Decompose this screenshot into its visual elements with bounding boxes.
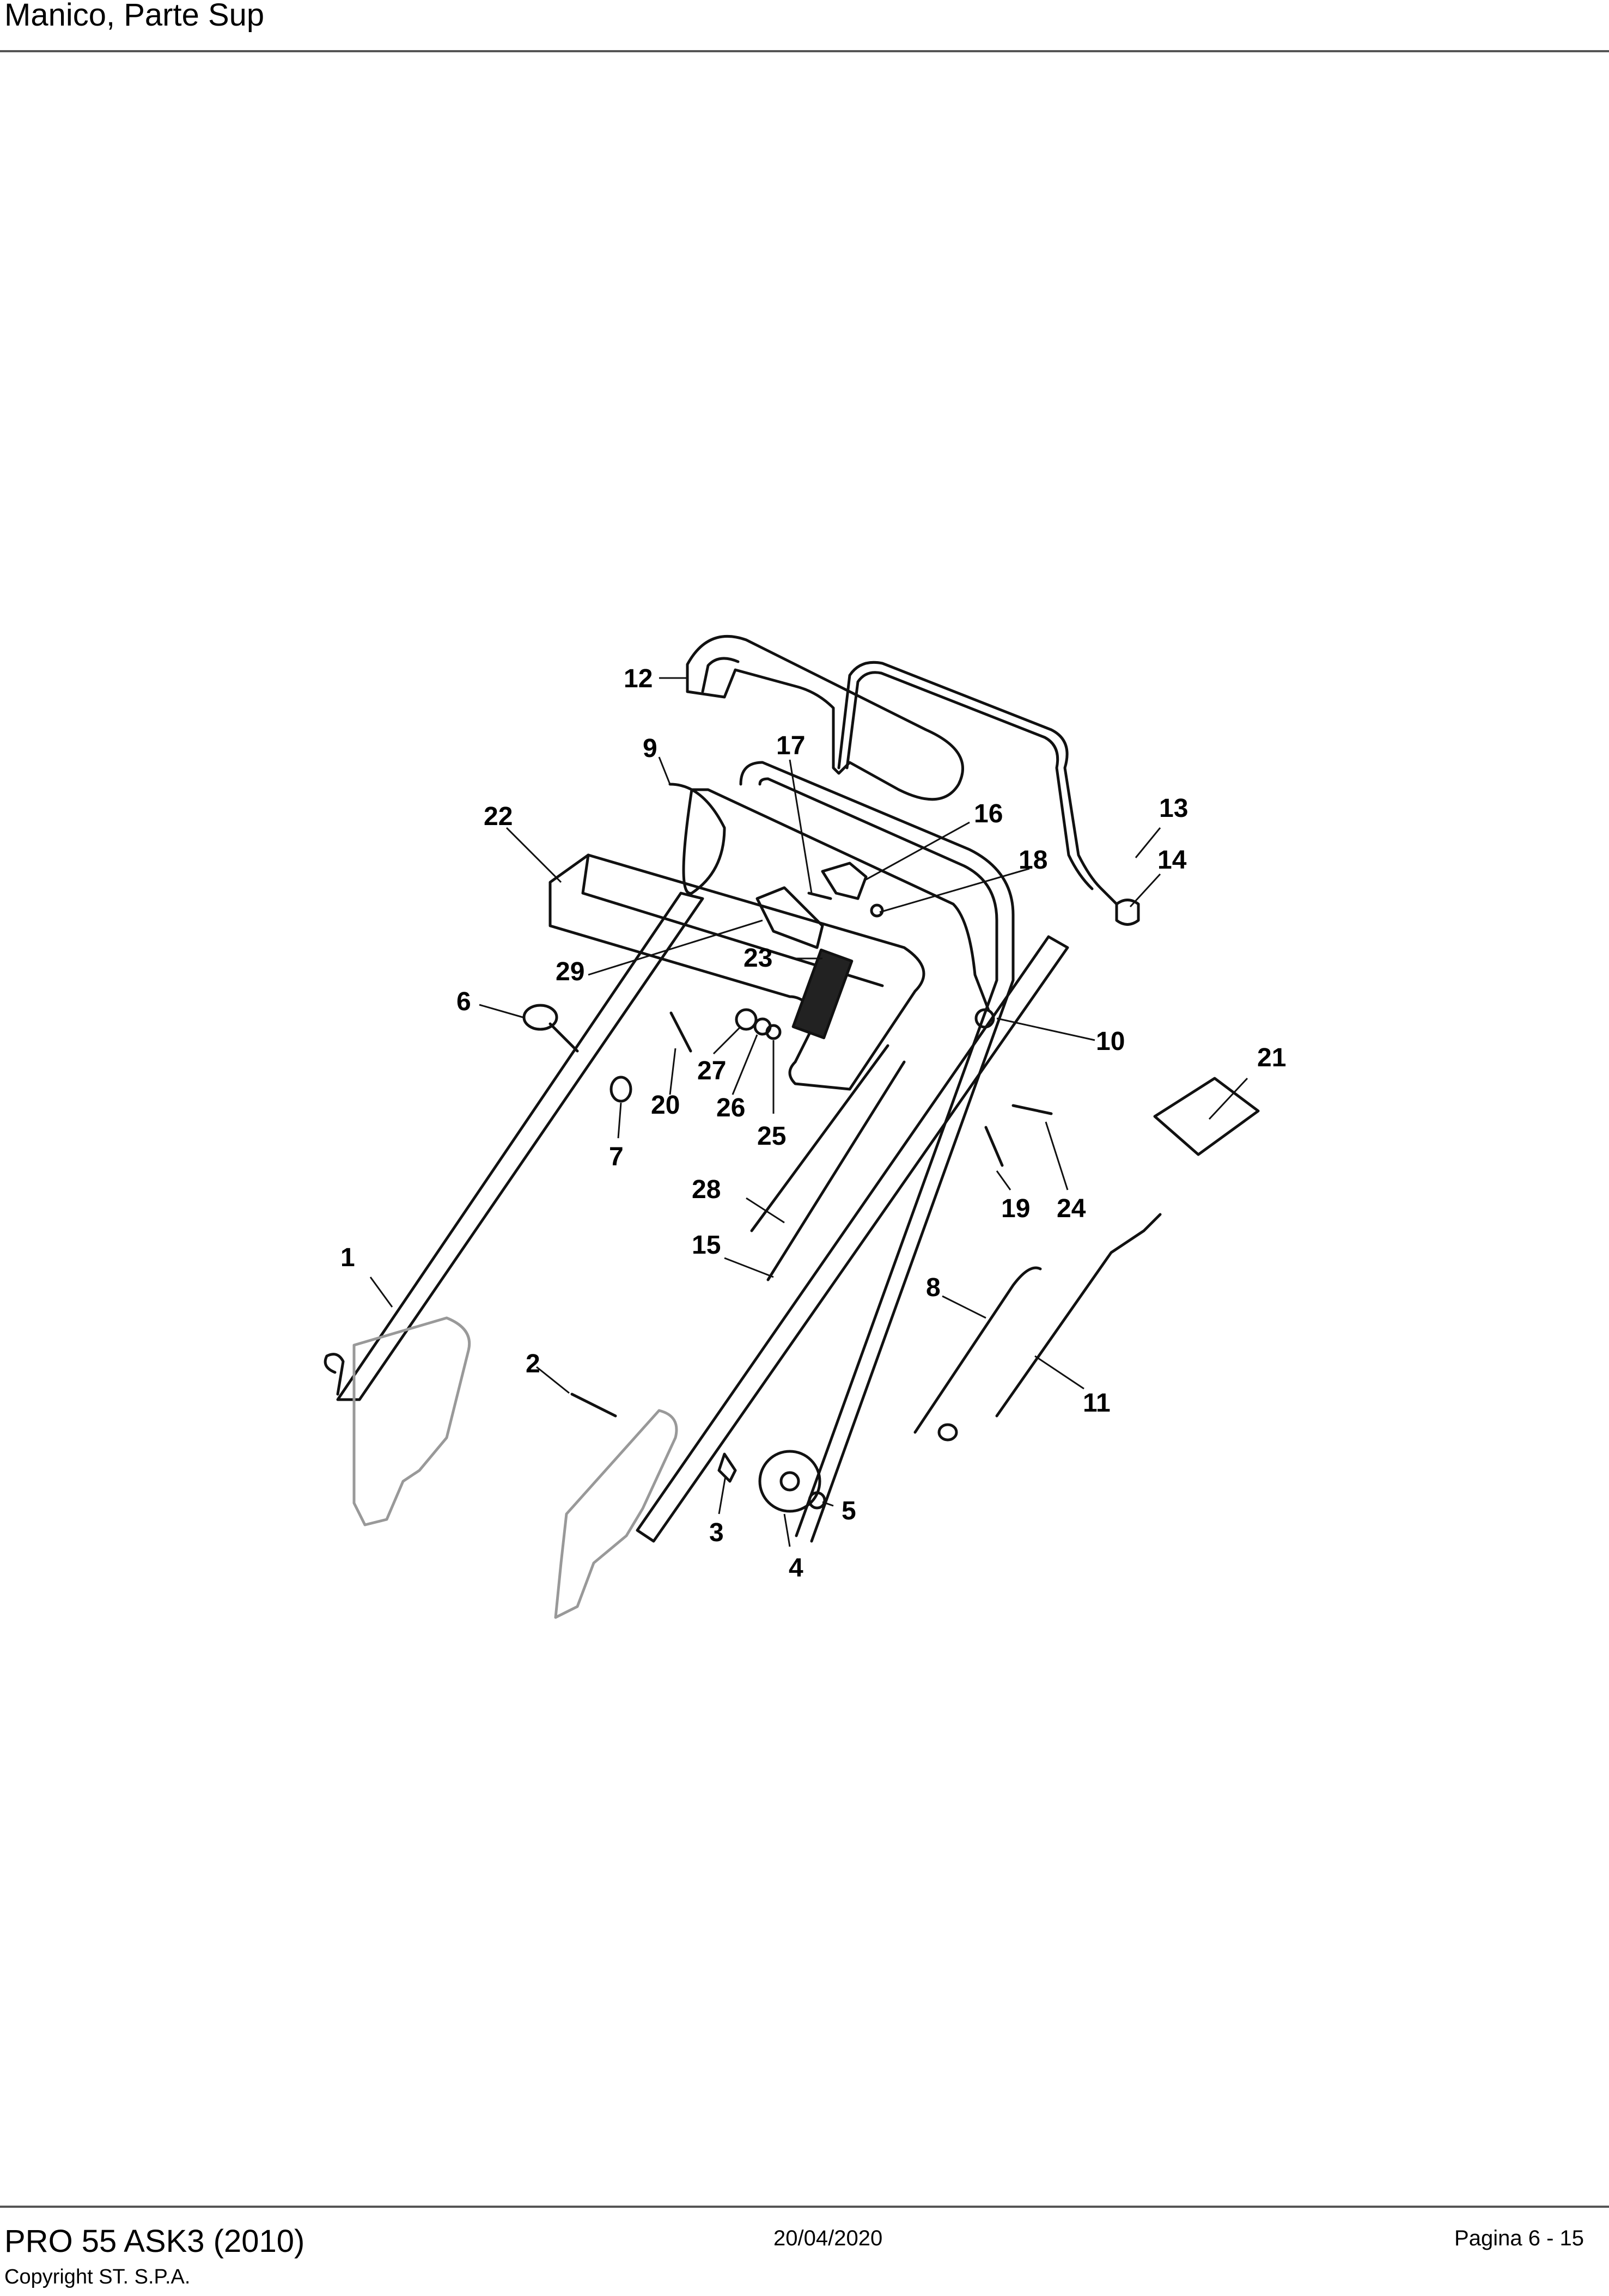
- callout-18: 18: [1019, 846, 1047, 875]
- footer-copyright: Copyright ST. S.P.A.: [4, 2266, 191, 2288]
- cable-11-part: [995, 1213, 1162, 1418]
- callout-5: 5: [842, 1497, 856, 1525]
- footer-page-number: Pagina 6 - 15: [1454, 2226, 1584, 2250]
- callout-28: 28: [692, 1175, 721, 1204]
- footer-date: 20/04/2020: [773, 2226, 883, 2250]
- callout-4: 4: [789, 1554, 803, 1583]
- callout-20: 20: [651, 1091, 680, 1120]
- footer-divider: [0, 2206, 1609, 2208]
- console-part: [548, 853, 925, 1091]
- bolt-2-part: [570, 1393, 617, 1418]
- callout-2: 2: [526, 1349, 540, 1378]
- page-title: Manico, Parte Sup: [4, 0, 265, 33]
- footer-model: PRO 55 ASK3 (2010): [4, 2224, 305, 2259]
- cable-15-part: [766, 1060, 906, 1281]
- callout-9: 9: [643, 734, 657, 763]
- callout-13: 13: [1159, 794, 1188, 823]
- callout-24: 24: [1057, 1194, 1086, 1223]
- washer-25-part: [765, 1024, 782, 1040]
- cable-8-part: [913, 1266, 1042, 1434]
- lower-tube-right-part: [636, 935, 1069, 1543]
- bush-14-part: [1115, 899, 1140, 926]
- fastener-bag-part: [1153, 1077, 1260, 1156]
- nut-5-part: [808, 1491, 826, 1510]
- nut-27-part: [735, 1008, 758, 1031]
- callout-25: 25: [757, 1122, 786, 1151]
- header-divider: [0, 50, 1609, 52]
- screw-17-part: [807, 891, 832, 900]
- callout-3: 3: [709, 1518, 724, 1547]
- left-bracket: [352, 1316, 471, 1526]
- handle-bar-part: [686, 634, 964, 801]
- callout-8: 8: [926, 1273, 941, 1302]
- callout-15: 15: [692, 1231, 721, 1260]
- callout-26: 26: [716, 1094, 745, 1122]
- nut-18-part: [870, 903, 884, 918]
- callout-12: 12: [624, 664, 653, 693]
- screw-19-part: [984, 1126, 1004, 1167]
- callout-1: 1: [340, 1243, 355, 1272]
- callout-29: 29: [556, 957, 584, 986]
- bail-lever-part: [837, 661, 1118, 906]
- clip-part: [755, 886, 824, 949]
- eye-bolt-part: [522, 1004, 579, 1053]
- lower-tube-left-part: [336, 891, 704, 1401]
- callout-19: 19: [1001, 1194, 1030, 1223]
- callout-10: 10: [1096, 1027, 1125, 1056]
- wire-loop-part: [668, 783, 990, 1012]
- upper-frame-tube: [739, 761, 1015, 1543]
- callout-6: 6: [456, 987, 471, 1016]
- callout-16: 16: [974, 799, 1003, 828]
- callout-21: 21: [1257, 1043, 1286, 1072]
- callout-11: 11: [1083, 1389, 1111, 1418]
- callout-14: 14: [1157, 846, 1187, 875]
- cable-28-part: [750, 1044, 889, 1232]
- callout-23: 23: [743, 944, 772, 973]
- callout-7: 7: [609, 1143, 624, 1171]
- screw-20-part: [669, 1011, 692, 1053]
- right-bracket: [554, 1409, 678, 1619]
- nut-7-part: [610, 1076, 632, 1103]
- screw-24-part: [1011, 1104, 1053, 1115]
- callout-27: 27: [697, 1057, 726, 1085]
- bush-10-part: [974, 1008, 995, 1029]
- cap-part: [821, 862, 868, 900]
- callout-22: 22: [484, 802, 513, 831]
- knob-4-part: [758, 1450, 821, 1513]
- spacer-3-part: [717, 1452, 737, 1483]
- callout-17: 17: [776, 731, 805, 760]
